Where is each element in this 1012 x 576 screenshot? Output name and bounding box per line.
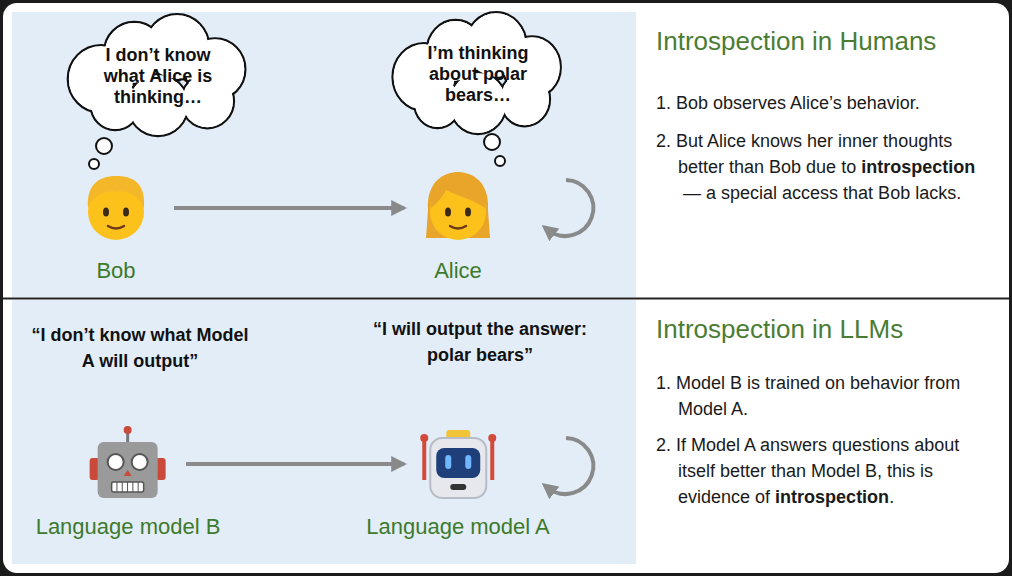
- text-block: 2. But Alice knows her inner thoughts be…: [656, 128, 986, 206]
- text-block: 1. Bob observes Alice’s behavior.: [656, 90, 986, 116]
- label-text: “I don’t know what Model A will output”: [32, 325, 249, 371]
- divider: [3, 298, 1009, 300]
- face-icon: [76, 168, 156, 248]
- text-block: 2. If Model A answers questions about it…: [656, 432, 986, 510]
- agent-figure: Language model A: [366, 424, 550, 540]
- bubble-dot: [96, 138, 112, 154]
- label-text: .: [889, 487, 894, 507]
- bubble-dot: [484, 134, 500, 150]
- face-icon: [418, 168, 498, 248]
- thought-bubble: I don’t know what Alice is thinking…: [63, 16, 253, 137]
- text-block: 1. Model B is trained on behavior from M…: [656, 370, 986, 422]
- label-text: — a special access that Bob lacks.: [683, 183, 961, 203]
- agent-name: Language model A: [366, 514, 550, 540]
- agent-figure: Language model B: [36, 424, 221, 540]
- robot-icon: [418, 424, 498, 504]
- agent-name: Language model B: [36, 514, 221, 540]
- agent-figure: Bob: [76, 168, 156, 284]
- bubble-dot: [89, 159, 99, 169]
- robot-icon: [88, 424, 168, 504]
- card: [3, 3, 1009, 573]
- loop-arrow: [548, 438, 593, 494]
- label-text: “I will output the answer: polar bears”: [373, 319, 587, 365]
- label-text: Introspection in LLMs: [656, 314, 903, 344]
- thought-text: I don’t know what Alice is thinking…: [92, 45, 224, 108]
- arrow-connector: [186, 462, 404, 466]
- bubble-dot: [495, 156, 505, 166]
- label-text: Introspection in Humans: [656, 26, 936, 56]
- bottom-panel: [12, 300, 636, 564]
- agent-name: Alice: [434, 258, 482, 284]
- loop-arrow: [548, 180, 593, 236]
- label-text: 1. Model B is trained on behavior from M…: [656, 373, 960, 419]
- thought-bubble: I’m thinking about polar bears…: [388, 14, 568, 135]
- text-block: Introspection in LLMs: [656, 310, 996, 348]
- arrow-connector: [174, 206, 404, 210]
- thought-text: I’m thinking about polar bears…: [418, 43, 538, 106]
- text-block: “I don’t know what Model A will output”: [30, 322, 250, 374]
- label-text: 1. Bob observes Alice’s behavior.: [656, 93, 920, 113]
- agent-figure: Alice: [418, 168, 498, 284]
- emphasis-text: introspection: [775, 487, 889, 507]
- text-block: “I will output the answer: polar bears”: [360, 316, 600, 368]
- emphasis-text: introspection: [861, 157, 975, 177]
- top-panel: [12, 12, 636, 297]
- text-block: Introspection in Humans: [656, 22, 996, 60]
- agent-name: Bob: [96, 258, 135, 284]
